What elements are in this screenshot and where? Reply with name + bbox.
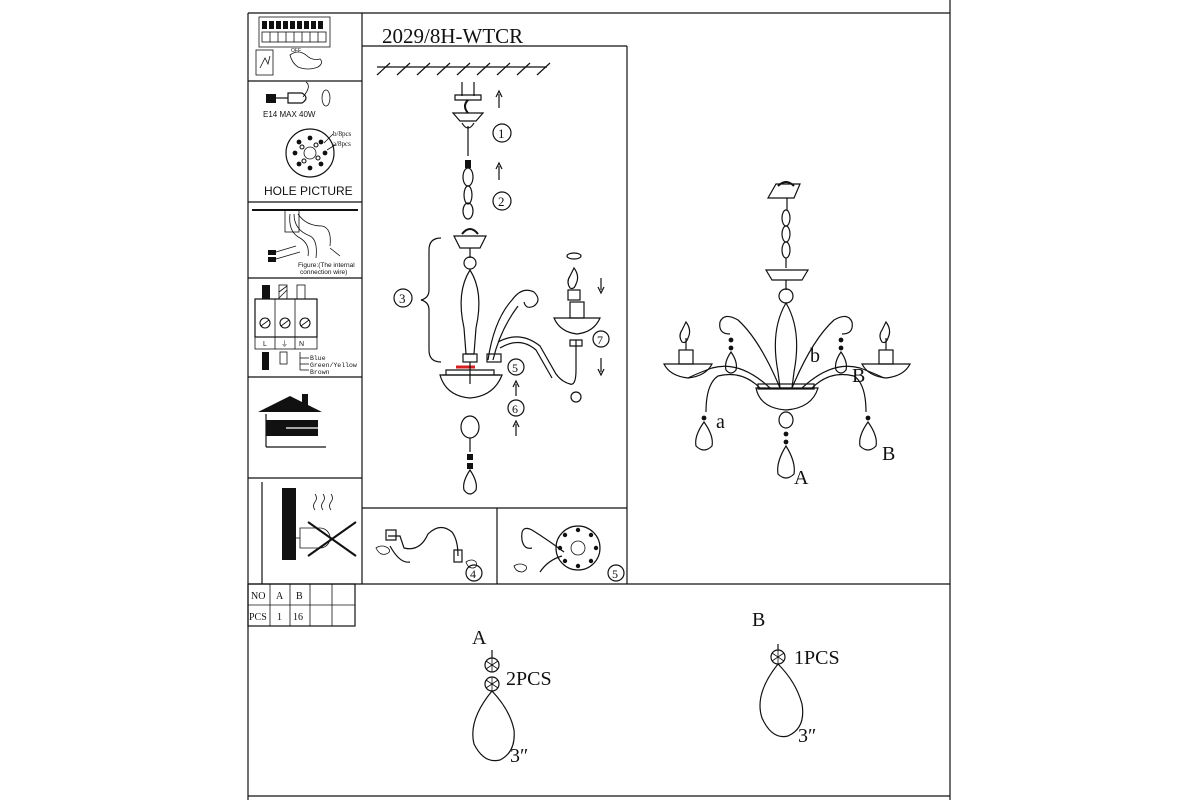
- crystal-a-detail: A 2PCS 3″: [472, 627, 552, 767]
- step-2-label: 2: [498, 194, 505, 209]
- wire-label-green-yellow: Green/Yellow: [310, 362, 357, 369]
- terminal-label-n: N: [299, 341, 304, 348]
- terminal-label-ground: ⏚: [281, 340, 288, 348]
- parts-table: NO A B PCS 1 16: [247, 583, 356, 627]
- step-marker-6: 6: [507, 399, 525, 417]
- canopy-hook-icon: [451, 82, 485, 129]
- crystal-b-qty: 1PCS: [794, 647, 840, 669]
- product-label-a: a: [716, 411, 725, 433]
- wire-label-blue: Blue: [310, 355, 326, 362]
- table-header-no: NO: [251, 591, 265, 602]
- product-label-a-center: A: [794, 467, 809, 489]
- breaker-switch-icon: OFF: [255, 16, 331, 76]
- indoor-use-icon: [258, 394, 326, 448]
- down-arrow-icon: [597, 278, 605, 295]
- crystal-a-qty: 2PCS: [506, 668, 552, 690]
- step-marker-5: 5: [507, 358, 525, 376]
- terminal-block-icon: [254, 284, 318, 371]
- side-panel: OFF E14 MAX 40W: [247, 16, 362, 627]
- hole-legend-a: a/8pcs: [333, 140, 351, 148]
- step-marker-7: 7: [592, 330, 610, 348]
- sheet-frame: [247, 0, 951, 800]
- product-label-b: b: [810, 345, 820, 367]
- step-7-label: 7: [597, 333, 603, 347]
- step-5b-label: 5: [612, 567, 618, 581]
- step-6-label: 6: [512, 402, 518, 416]
- connection-caption-line1: Figure:(The internal: [298, 262, 355, 269]
- connection-caption-line2: connection wire): [300, 269, 347, 276]
- step-marker-3: 3: [393, 288, 413, 308]
- detail-plate-install: 5: [513, 525, 625, 582]
- wire-label-brown: Brown: [310, 369, 330, 376]
- crystal-b-detail: B 1PCS 3″: [752, 609, 840, 747]
- up-arrow-icon: [495, 161, 503, 180]
- hole-legend-b: b/8pcs: [333, 130, 352, 138]
- step-3-label: 3: [399, 291, 406, 306]
- detail-arm-install: 4: [375, 526, 483, 582]
- candle-bobeche-icon: [553, 252, 601, 335]
- step-5-label: 5: [512, 361, 518, 375]
- chandelier-body-icon: [439, 228, 583, 399]
- step-marker-1: 1: [492, 123, 512, 143]
- table-row-label-pcs: PCS: [249, 612, 267, 623]
- table-header-a: A: [276, 591, 284, 602]
- assembled-chandelier-figure: [663, 181, 911, 479]
- assembly-panel: 2029/8H-WTCR: [362, 24, 628, 584]
- ceiling-connection-icon: [252, 209, 358, 262]
- lower-finial-icon: [460, 415, 480, 495]
- step-4-label: 4: [470, 567, 476, 581]
- bulb-spec-label: E14 MAX 40W: [263, 110, 316, 119]
- model-number: 2029/8H-WTCR: [382, 24, 523, 48]
- up-arrow-icon: [495, 89, 503, 108]
- bulb-icon: [266, 81, 331, 107]
- crystal-b-title: B: [752, 609, 765, 631]
- down-arrow-icon: [597, 358, 605, 377]
- up-arrow-icon: [512, 419, 520, 436]
- switch-off-label: OFF: [291, 48, 301, 54]
- crystal-b-size: 3″: [798, 725, 816, 747]
- table-cell-a-qty: 1: [277, 612, 282, 623]
- terminal-label-l: L: [263, 341, 267, 348]
- product-label-b-lower: B: [882, 443, 895, 465]
- crystal-a-title: A: [472, 627, 487, 649]
- table-header-b: B: [296, 591, 303, 602]
- heat-warning-icon: [261, 482, 357, 584]
- step-1-label: 1: [498, 126, 505, 141]
- crystal-a-size: 3″: [510, 745, 528, 767]
- table-cell-b-qty: 16: [293, 612, 303, 623]
- up-arrow-icon: [512, 379, 520, 396]
- step-marker-2: 2: [492, 191, 512, 211]
- arm-screw-icon: [570, 391, 582, 403]
- product-label-b-right: B: [852, 365, 865, 387]
- chain-icon: [462, 126, 474, 220]
- hole-picture-icon: [285, 128, 336, 178]
- hole-picture-title: HOLE PICTURE: [264, 184, 353, 198]
